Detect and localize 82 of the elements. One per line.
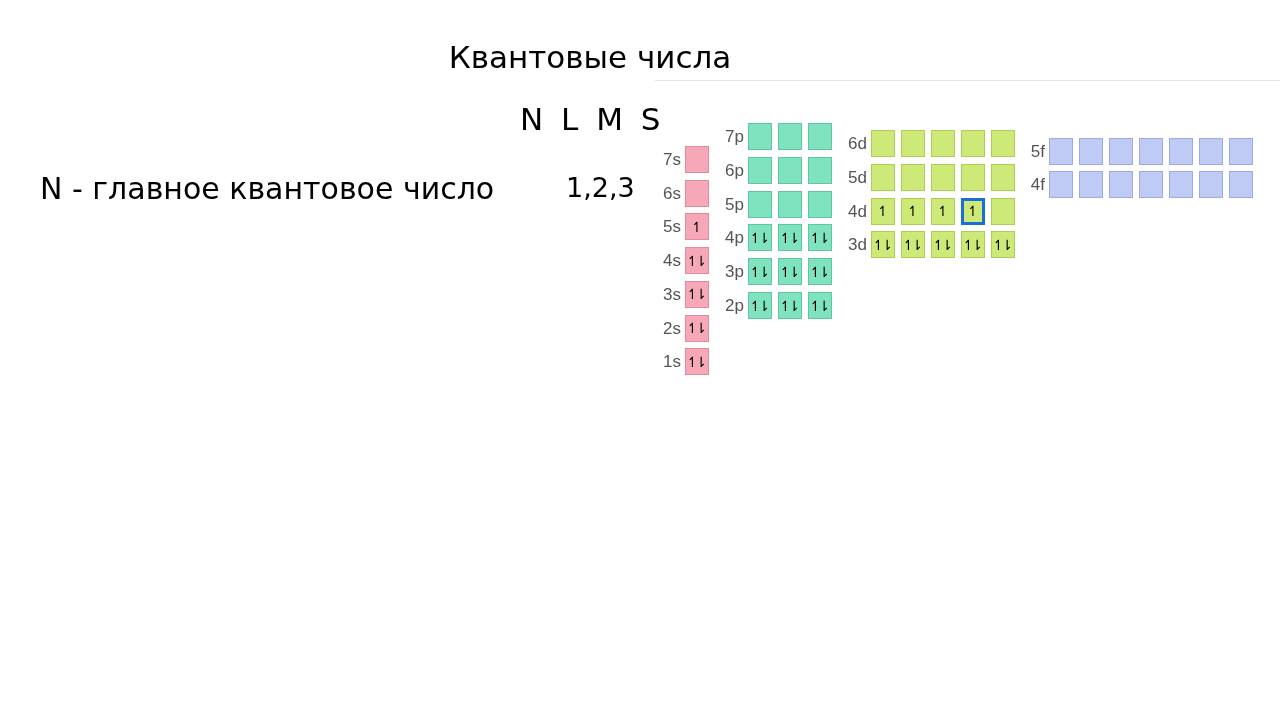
orbital-cell: ↿⇂ (778, 224, 802, 252)
sublevel-label: 3p (724, 263, 744, 281)
orbital-cell: ↿ (871, 197, 895, 225)
orbital-cell: ↿⇂ (991, 231, 1015, 259)
orbital-cell: ↿⇂ (685, 348, 709, 376)
empty-orbital-cell (991, 163, 1015, 191)
empty-orbital-cell (778, 156, 802, 184)
orbital-cell: ↿⇂ (685, 280, 709, 308)
sublevel-label: 4d (847, 202, 867, 220)
sublevel-label: 6p (724, 161, 744, 179)
orbital-cell: ↿⇂ (931, 231, 955, 259)
orbital-cell: ↿⇂ (808, 224, 832, 252)
orbital-cell: ↿ (901, 197, 925, 225)
sublevel-label: 5p (724, 195, 744, 213)
empty-orbital-cell (1079, 138, 1103, 165)
sublevel-label: 6d (847, 135, 867, 152)
empty-orbital-cell (778, 123, 802, 150)
orbital-cell: ↿⇂ (748, 258, 772, 286)
orbital-cell: ↿⇂ (961, 231, 985, 259)
orbital-cell: ↿⇂ (778, 258, 802, 286)
sublevel-label: 5f (1029, 143, 1045, 160)
empty-orbital-cell (1199, 138, 1223, 165)
empty-orbital-cell (901, 163, 925, 191)
sublevel-label: 4s (662, 252, 681, 270)
empty-orbital-cell (748, 190, 772, 218)
orbital-cell: ↿⇂ (748, 224, 772, 252)
orbital-cell: ↿⇂ (808, 258, 832, 286)
empty-orbital-cell (1109, 171, 1133, 198)
empty-orbital-cell (685, 179, 709, 207)
title: Квантовые числа (447, 38, 733, 77)
empty-orbital-cell (685, 146, 709, 173)
empty-orbital-cell (991, 197, 1015, 225)
empty-orbital-cell (808, 123, 832, 150)
sublevel-label: 5s (662, 218, 681, 236)
definition-text: N - главное квантовое число (40, 170, 495, 208)
orbital-cell: ↿⇂ (778, 292, 802, 319)
empty-orbital-cell (1139, 138, 1163, 165)
empty-orbital-cell (748, 123, 772, 150)
orbital-cell: ↿⇂ (685, 247, 709, 275)
sublevel-label: 2p (724, 297, 744, 314)
empty-orbital-cell (1229, 171, 1253, 198)
empty-orbital-cell (931, 130, 955, 157)
orbital-cell: ↿⇂ (685, 314, 709, 342)
orbital-cell: ↿ (931, 197, 955, 225)
empty-orbital-cell (778, 190, 802, 218)
orbital-cell: ↿⇂ (808, 292, 832, 319)
sublevel-label: 2s (662, 319, 681, 337)
empty-orbital-cell (1199, 171, 1223, 198)
empty-orbital-cell (1109, 138, 1133, 165)
empty-orbital-cell (1049, 138, 1073, 165)
empty-orbital-cell (808, 156, 832, 184)
empty-orbital-cell (1049, 171, 1073, 198)
empty-orbital-cell (871, 163, 895, 191)
orbital-cell: ↿ (961, 197, 985, 225)
empty-orbital-cell (961, 163, 985, 191)
empty-orbital-cell (1229, 138, 1253, 165)
sublevel-label: 4f (1029, 176, 1045, 193)
empty-orbital-cell (991, 130, 1015, 157)
sublevel-label: 4p (724, 229, 744, 247)
sublevel-label: 1s (662, 353, 681, 371)
sublevel-label: 7s (662, 151, 681, 168)
orbital-cell: ↿⇂ (901, 231, 925, 259)
empty-orbital-cell (871, 130, 895, 157)
empty-orbital-cell (901, 130, 925, 157)
orbital-cell: ↿⇂ (871, 231, 895, 259)
quantum-number-letters: N L M S (520, 100, 665, 139)
empty-orbital-cell (808, 190, 832, 218)
empty-orbital-cell (931, 163, 955, 191)
empty-orbital-cell (1079, 171, 1103, 198)
orbital-cell: ↿⇂ (748, 292, 772, 319)
sublevel-label: 6s (662, 184, 681, 202)
empty-orbital-cell (748, 156, 772, 184)
empty-orbital-cell (1139, 171, 1163, 198)
orbital-cell: ↿ (685, 213, 709, 241)
empty-orbital-cell (1169, 171, 1193, 198)
sublevel-label: 3d (847, 236, 867, 254)
value-list: 1,2,3 (566, 168, 635, 209)
sublevel-label: 5d (847, 168, 867, 186)
empty-orbital-cell (961, 130, 985, 157)
empty-orbital-cell (1169, 138, 1193, 165)
sublevel-label: 3s (662, 285, 681, 303)
sublevel-label: 7p (724, 128, 744, 145)
